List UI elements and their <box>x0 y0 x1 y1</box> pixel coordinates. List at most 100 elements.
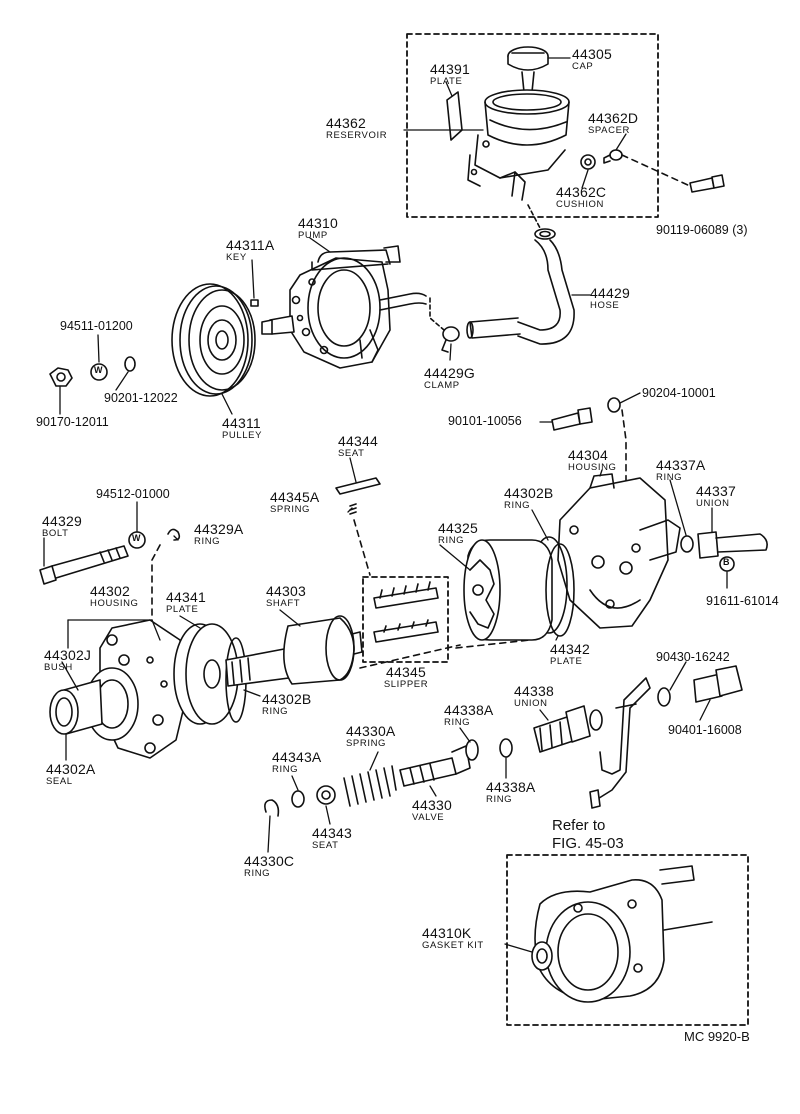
callout-union-37-number: 44337 <box>696 483 736 499</box>
callout-ring-43a-name: RING <box>272 764 299 775</box>
reservoir-bolt-guide <box>621 154 691 187</box>
spring-44330A-part <box>343 765 397 807</box>
part-number-90204: 90204-10001 <box>642 386 716 400</box>
callout-bush-name: BUSH <box>44 662 73 673</box>
callout-slipper-name: SLIPPER <box>383 679 429 690</box>
callout-seat-top-number: 44344 <box>338 433 378 449</box>
seal-44302A-part <box>49 679 103 735</box>
callout-bolt-name: BOLT <box>42 528 69 539</box>
valve-guide <box>359 644 461 669</box>
pump-part <box>261 245 427 369</box>
callout-spring-30a-name: SPRING <box>346 738 387 749</box>
part-number-90119: 90119-06089 (3) <box>656 223 748 237</box>
ring-44337A-part <box>680 535 694 553</box>
callout-plate-41-number: 44341 <box>166 589 206 605</box>
spacer-cushion-parts <box>580 149 623 170</box>
callout-ring-38a-top-name: RING <box>444 717 471 728</box>
washer-b1-mark: B <box>723 557 730 567</box>
reference-line-2: FIG. 45-03 <box>552 835 624 852</box>
callout-gasket-kit-number: 44310K <box>422 925 472 941</box>
cam-ring-44325-part <box>463 539 553 641</box>
callout-shaft-name: SHAFT <box>266 598 301 609</box>
callout-housing-right-name: HOUSING <box>568 462 617 473</box>
callout-clamp-number: 44429G <box>424 365 476 381</box>
slipper-part <box>373 581 439 643</box>
callout-spring-30a-number: 44330A <box>346 723 396 739</box>
callout-housing-left-number: 44302 <box>90 583 130 599</box>
ring-44330C-part <box>264 799 280 817</box>
part-number-90430: 90430-16242 <box>656 650 730 664</box>
callout-key-number: 44311A <box>226 237 275 253</box>
callout-ring-02b-top-name: RING <box>504 500 531 511</box>
pulley-part <box>171 283 256 397</box>
gasket-kit-part <box>531 865 713 1003</box>
callout-seat-top-name: SEAT <box>338 448 365 459</box>
callout-ring-29a-name: RING <box>194 536 221 547</box>
part-number-90401: 90401-16008 <box>668 723 742 737</box>
gasket-kit-box <box>506 854 749 1026</box>
key-44311A-part <box>250 299 259 307</box>
seat-44343-part <box>316 785 336 805</box>
ring-44343A-part <box>291 790 305 808</box>
callout-valve-name: VALVE <box>412 812 445 823</box>
callout-ring-30c-name: RING <box>244 868 271 879</box>
drawing-code: MC 9920-B <box>684 1029 750 1044</box>
callout-clamp-name: CLAMP <box>424 380 460 391</box>
part-number-90101: 90101-10056 <box>448 414 522 428</box>
clamp-guide <box>429 297 445 331</box>
callout-ring-02b-bottom-number: 44302B <box>262 691 312 707</box>
callout-gasket-kit-name: GASKET KIT <box>422 940 484 951</box>
callout-plate-top-name: PLATE <box>430 76 463 87</box>
callout-pulley-number: 44311 <box>222 415 261 431</box>
washer-w1-part <box>90 363 108 381</box>
plate-44391-part <box>446 91 463 141</box>
callout-hose-number: 44429 <box>590 285 630 301</box>
callout-bush-number: 44302J <box>44 647 92 663</box>
seat-44344-part <box>335 477 381 495</box>
callout-ring-37a-name: RING <box>656 472 683 483</box>
callout-union-38-number: 44338 <box>514 683 554 699</box>
ring-44329A-part <box>167 528 181 541</box>
callout-valve-number: 44330 <box>412 797 452 813</box>
union-44337-part <box>697 531 768 559</box>
leader-lines <box>43 57 728 953</box>
reservoir-part <box>467 89 570 201</box>
pressure-tube-part <box>589 677 651 809</box>
callout-seal-name: SEAL <box>46 776 73 787</box>
callout-ring-38a-bottom-name: RING <box>486 794 513 805</box>
cap-part <box>507 46 549 93</box>
union-44338-part <box>533 705 591 753</box>
callout-pulley-name: PULLEY <box>222 430 263 441</box>
callout-union-38-name: UNION <box>514 698 548 709</box>
callout-plate-top-number: 44391 <box>430 61 470 77</box>
callout-housing-right-number: 44304 <box>568 447 608 463</box>
washer-b1-part <box>719 556 735 572</box>
callout-reservoir-name: RESERVOIR <box>326 130 388 141</box>
